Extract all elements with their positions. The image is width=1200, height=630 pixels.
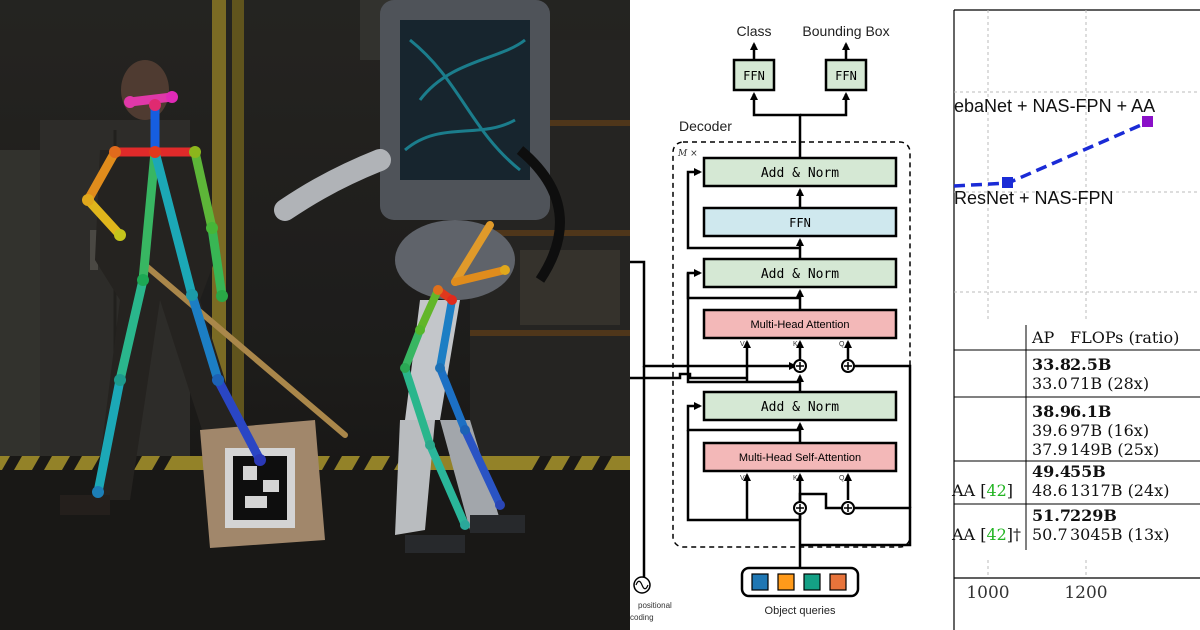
coding-label: coding	[630, 613, 654, 622]
results-figure: ebaNet + NAS-FPN + AA ResNet + NAS-FPN A…	[950, 0, 1200, 630]
header-flops: FLOPs (ratio)	[1070, 328, 1179, 347]
query-token-3	[803, 573, 821, 591]
row-ap: 49.4	[1032, 462, 1071, 481]
row-ap: 50.7	[1032, 525, 1068, 544]
q-label-2: Q	[839, 475, 845, 482]
row-ap: 37.9	[1032, 440, 1068, 459]
ffn-class-text: FFN	[743, 69, 765, 83]
row-ap: 33.0	[1032, 374, 1068, 393]
decoder-frame	[672, 141, 911, 548]
row-ap: 39.6	[1032, 421, 1068, 440]
object-queries	[740, 566, 860, 598]
row-flops: 229B	[1070, 506, 1117, 525]
repeat-label: M ×	[677, 149, 698, 159]
multi-head-self-attention: Multi-Head Self-Attention	[702, 441, 898, 473]
svg-text:Multi-Head Attention: Multi-Head Attention	[750, 319, 849, 331]
row-flops: 97B (16x)	[1070, 421, 1149, 440]
decoder-diagram: Class Bounding Box FFN FFN Decoder M × A…	[630, 0, 950, 630]
series-line	[953, 120, 1149, 188]
label-amoebanet: ebaNet + NAS-FPN + AA	[954, 96, 1155, 116]
svg-text:Add & Norm: Add & Norm	[761, 400, 839, 415]
marker-amoebanet	[1142, 116, 1153, 127]
row-ap: 33.8	[1032, 355, 1071, 374]
ffn-mid: FFN	[702, 206, 898, 238]
svg-text:Add & Norm: Add & Norm	[761, 267, 839, 282]
row-flops: 3045B (13x)	[1070, 525, 1169, 544]
row-method: AA [42]	[951, 481, 1013, 500]
class-label: Class	[736, 23, 771, 39]
add-norm-bottom: Add & Norm	[702, 390, 898, 422]
query-token-1	[751, 573, 769, 591]
svg-text:Multi-Head Self-Attention: Multi-Head Self-Attention	[739, 452, 861, 464]
row-flops: 2.5B	[1070, 355, 1111, 374]
row-flops: 149B (25x)	[1070, 440, 1159, 459]
svg-text:Add & Norm: Add & Norm	[761, 166, 839, 181]
ffn-class-box: FFN	[732, 58, 776, 92]
row-flops: 55B	[1070, 462, 1106, 481]
v-label-1: V	[740, 341, 745, 348]
row-method: AA [42]†	[951, 525, 1021, 544]
label-resnet: ResNet + NAS-FPN	[954, 188, 1114, 208]
joints-person	[82, 91, 266, 498]
joints-robot	[400, 265, 510, 530]
add-norm-top: Add & Norm	[702, 156, 898, 188]
q-label-1: Q	[839, 341, 845, 348]
svg-text:FFN: FFN	[789, 216, 811, 230]
pose-estimation-photo	[0, 0, 630, 630]
decoder-svg: Class Bounding Box FFN FFN Decoder M × A…	[630, 23, 912, 622]
results-svg: ebaNet + NAS-FPN + AA ResNet + NAS-FPN A…	[951, 9, 1200, 630]
k-label-1: K	[793, 341, 798, 348]
ffn-bbox-box: FFN	[824, 58, 868, 92]
x-tick-1200: 1200	[1064, 583, 1107, 603]
multi-head-attention: Multi-Head Attention	[702, 308, 898, 340]
add-ops	[793, 359, 855, 515]
row-ap: 48.6	[1032, 481, 1068, 500]
skeleton-person	[83, 92, 265, 497]
row-flops: 1317B (24x)	[1070, 481, 1169, 500]
query-token-2	[777, 573, 795, 591]
k-label-2: K	[793, 475, 798, 482]
row-ap: 38.9	[1032, 402, 1071, 421]
yellow-column	[212, 0, 226, 420]
positional-label: positional	[638, 601, 672, 610]
person-silhouette	[60, 60, 250, 515]
pose-scene	[0, 0, 630, 630]
bounding-box-label: Bounding Box	[802, 23, 889, 39]
cardboard-box	[200, 420, 325, 548]
stick	[142, 262, 348, 438]
x-tick-1000: 1000	[966, 583, 1009, 603]
header-ap: AP	[1031, 328, 1055, 347]
plot-grid	[954, 10, 1200, 578]
v-label-2: V	[740, 475, 745, 482]
add-norm-mid: Add & Norm	[702, 257, 898, 289]
query-token-4	[829, 573, 847, 591]
row-flops: 6.1B	[1070, 402, 1111, 421]
decoder-label: Decoder	[679, 118, 732, 134]
row-ap: 51.7	[1032, 506, 1071, 525]
object-queries-label: Object queries	[765, 605, 836, 617]
row-flops: 71B (28x)	[1070, 374, 1149, 393]
ffn-bbox-text: FFN	[835, 69, 857, 83]
marker-resnet	[1002, 177, 1013, 188]
